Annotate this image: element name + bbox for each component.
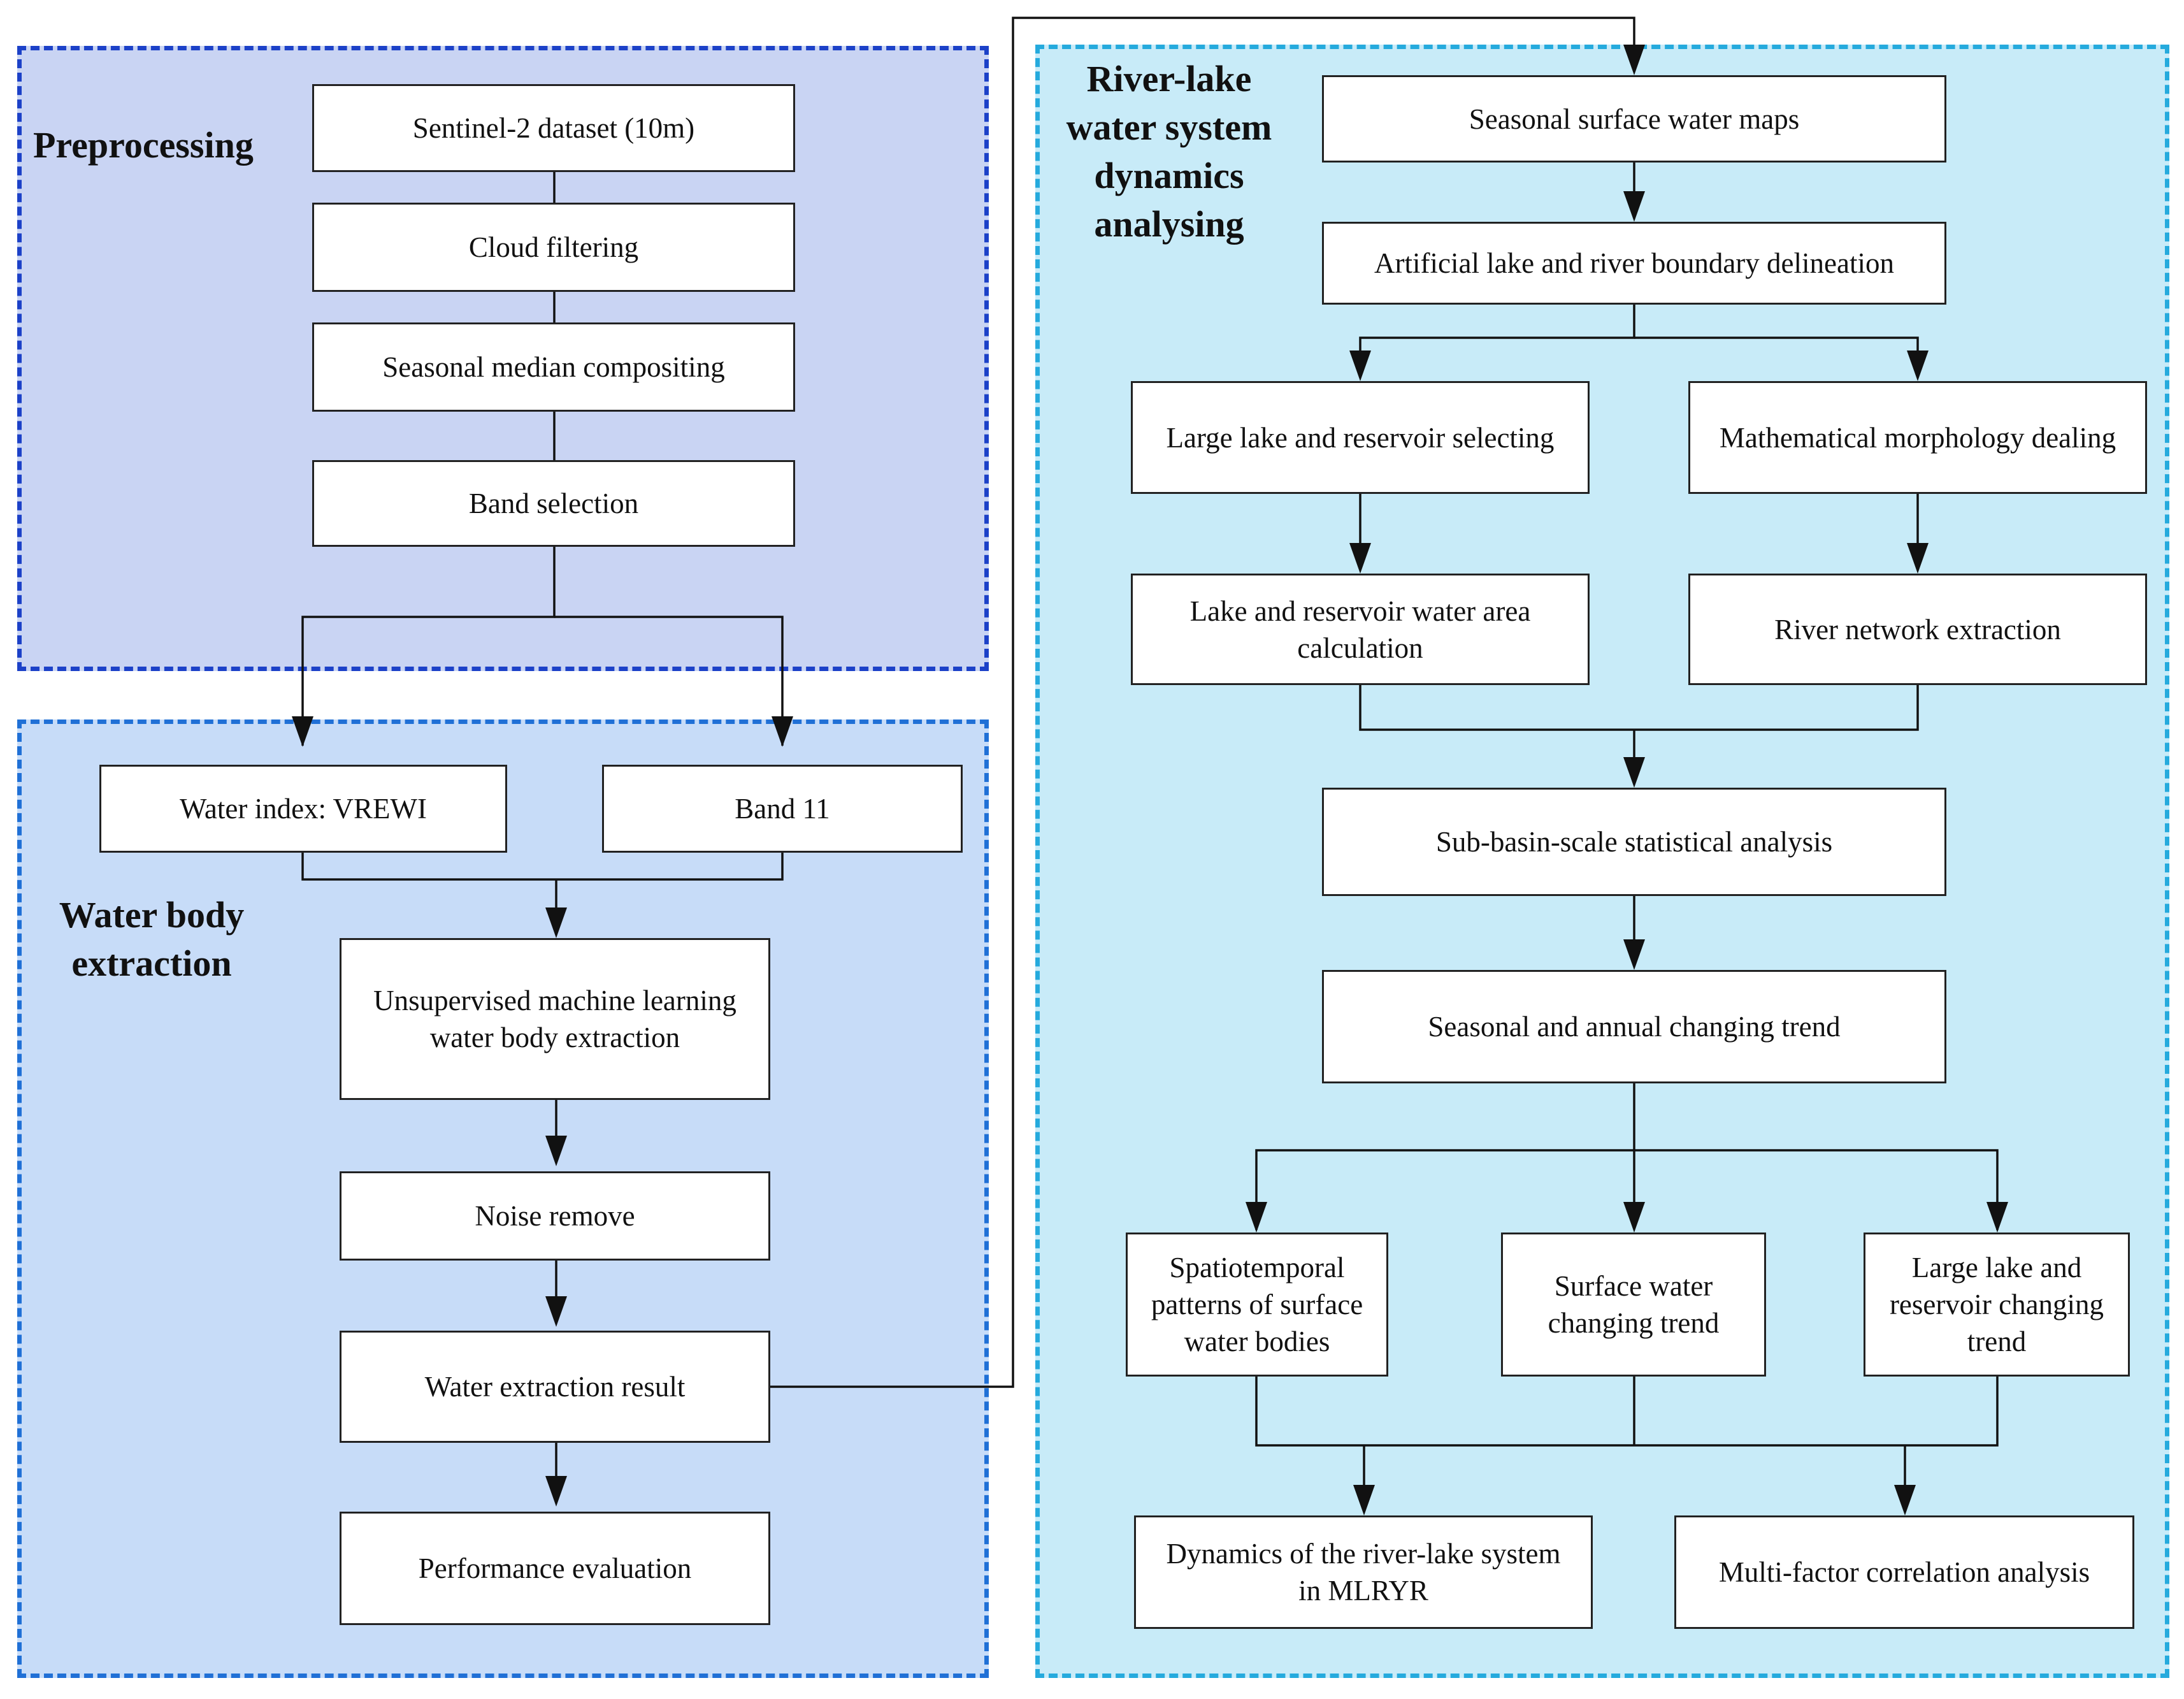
seasonal-surface-water-maps-box: Seasonal surface water maps xyxy=(1322,75,1946,163)
sentinel-dataset-box: Sentinel-2 dataset (10m) xyxy=(312,84,795,172)
surface-water-trend-box: Surface water changing trend xyxy=(1501,1233,1766,1377)
large-lake-trend-box: Large lake and reservoir changing trend xyxy=(1864,1233,2130,1377)
river-lake-title: River-lake water system dynamics analysi… xyxy=(1066,58,1272,245)
seasonal-median-compositing-box: Seasonal median compositing xyxy=(312,322,795,412)
artificial-boundary-box: Artificial lake and river boundary delin… xyxy=(1322,222,1946,305)
multi-factor-analysis-box: Multi-factor correlation analysis xyxy=(1674,1515,2134,1629)
unsupervised-extraction-box: Unsupervised machine learning water body… xyxy=(340,938,770,1100)
cloud-filtering-box: Cloud filtering xyxy=(312,203,795,292)
water-body-extraction-title: Water body extraction xyxy=(59,894,245,984)
river-lake-dynamics-box: Dynamics of the river-lake system in MLR… xyxy=(1134,1515,1593,1629)
water-extraction-result-box: Water extraction result xyxy=(340,1331,770,1443)
water-index-box: Water index: VREWI xyxy=(99,765,507,853)
noise-remove-box: Noise remove xyxy=(340,1171,770,1261)
band-11-box: Band 11 xyxy=(602,765,963,853)
river-network-extraction-box: River network extraction xyxy=(1688,574,2147,685)
preprocessing-title: Preprocessing xyxy=(33,124,254,166)
large-lake-selecting-box: Large lake and reservoir selecting xyxy=(1131,381,1590,494)
changing-trend-box: Seasonal and annual changing trend xyxy=(1322,970,1946,1083)
band-selection-box: Band selection xyxy=(312,460,795,547)
math-morphology-box: Mathematical morphology dealing xyxy=(1688,381,2147,494)
lake-area-calculation-box: Lake and reservoir water area calculatio… xyxy=(1131,574,1590,685)
spatiotemporal-patterns-box: Spatiotemporal patterns of surface water… xyxy=(1126,1233,1388,1377)
performance-evaluation-box: Performance evaluation xyxy=(340,1512,770,1625)
sub-basin-analysis-box: Sub-basin-scale statistical analysis xyxy=(1322,788,1946,896)
